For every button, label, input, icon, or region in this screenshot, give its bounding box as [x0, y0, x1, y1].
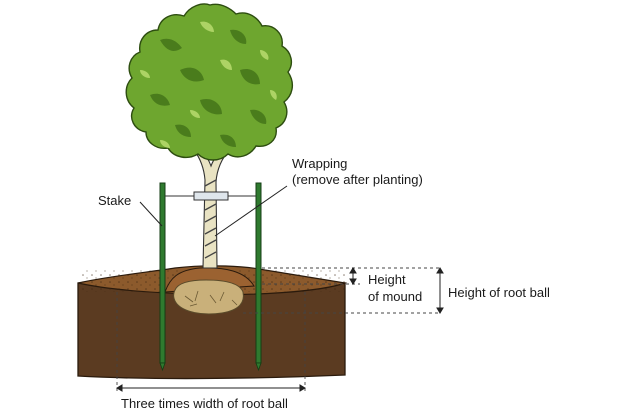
width-arrow-right [299, 384, 306, 392]
rootball-arrow-top [436, 267, 444, 274]
stake-left-tip [159, 362, 166, 372]
tree-canopy [125, 3, 294, 161]
width-arrow-left [116, 384, 123, 392]
stake-right [255, 182, 262, 364]
ground [77, 265, 346, 380]
stake-left [159, 182, 166, 364]
guides [116, 267, 440, 392]
canopy-shade [150, 29, 267, 148]
label-three-times-width: Three times width of root ball [121, 396, 288, 411]
trunk-wrap-top [204, 179, 217, 187]
root-lines [184, 290, 238, 307]
root-ball [173, 279, 244, 315]
stake-leader [139, 201, 163, 227]
label-wrapping-note: (remove after planting) [292, 172, 423, 187]
trunk [193, 144, 231, 269]
label-height: Height [368, 272, 406, 287]
tie-bracket [193, 191, 229, 201]
dimension-marks [116, 185, 444, 392]
stake-right-tip [255, 362, 262, 372]
mound-arrow-top [349, 267, 357, 274]
label-wrapping: Wrapping [292, 156, 347, 171]
label-stake: Stake [98, 193, 131, 208]
label-height-root-ball: Height of root ball [448, 285, 550, 300]
wrapping-leader [214, 185, 288, 237]
label-of-mound: of mound [368, 289, 422, 304]
mound-arrow-bottom [349, 278, 357, 285]
stakes [159, 182, 262, 372]
rootball-arrow-bottom [436, 307, 444, 314]
